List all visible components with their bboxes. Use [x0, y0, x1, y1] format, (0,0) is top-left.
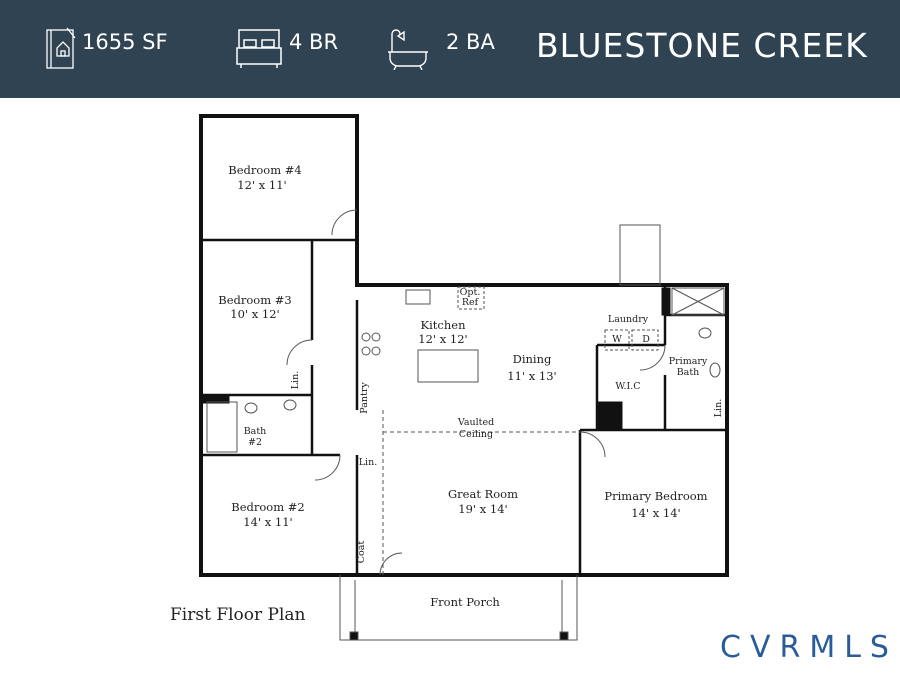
- opt-ref-label: Opt.: [459, 287, 481, 298]
- column: [596, 401, 623, 430]
- room-name: Bath: [243, 426, 267, 437]
- room-name: Front Porch: [430, 595, 500, 609]
- linen-label: Lin.: [290, 370, 301, 390]
- baths-stat: 2 BA: [446, 30, 495, 54]
- sqft-stat: 1655 SF: [82, 30, 168, 54]
- wic-label: W.I.C: [615, 381, 641, 392]
- room-name: Bedroom #2: [231, 500, 305, 514]
- laundry-label: Laundry: [607, 314, 649, 325]
- linen-label: Lin.: [713, 398, 724, 418]
- washer-label: W: [612, 334, 622, 345]
- room-name: Kitchen: [420, 318, 466, 332]
- vaulted-ceiling-label: Vaulted: [457, 417, 495, 428]
- plan-title: BLUESTONE CREEK: [536, 26, 868, 65]
- room-size: 19' x 14': [458, 502, 508, 516]
- column: [661, 287, 671, 316]
- bedrooms-stat: 4 BR: [289, 30, 339, 54]
- cvrmls-logo: CVRMLS: [720, 630, 898, 665]
- room-size: 10' x 12': [230, 307, 280, 321]
- plan-caption: First Floor Plan: [170, 605, 306, 625]
- fixtures: [206, 209, 725, 641]
- pantry-label: Pantry: [359, 382, 370, 414]
- room-name: Bedroom #3: [218, 293, 292, 307]
- opt-ref-label: Ref: [461, 297, 479, 308]
- vaulted-ceiling-label: Ceiling: [458, 429, 494, 440]
- room-size: #2: [247, 437, 263, 448]
- exterior-walls: [199, 114, 729, 577]
- bed-icon: [236, 29, 282, 68]
- room-size: 14' x 11': [243, 515, 293, 529]
- blueprint-house-icon: [46, 27, 76, 69]
- column: [202, 394, 230, 404]
- primary-bath-label: Primary: [668, 356, 708, 367]
- dryer-label: D: [642, 334, 650, 345]
- room-name: Bedroom #4: [228, 163, 302, 177]
- bathtub-shower-icon: [388, 29, 428, 70]
- room-name: Great Room: [447, 487, 519, 501]
- coat-label: Coat: [356, 540, 367, 564]
- room-name: Dining: [512, 352, 552, 366]
- room-size: 14' x 14': [631, 506, 681, 520]
- torn-edge: [0, 84, 900, 96]
- primary-bath-label: Bath: [676, 367, 700, 378]
- room-name: Primary Bedroom: [604, 489, 708, 503]
- room-size: 11' x 13': [507, 369, 557, 383]
- header-banner: [0, 0, 900, 98]
- linen-label: Lin.: [358, 457, 378, 468]
- room-size: 12' x 11': [237, 178, 287, 192]
- room-size: 12' x 12': [418, 332, 468, 346]
